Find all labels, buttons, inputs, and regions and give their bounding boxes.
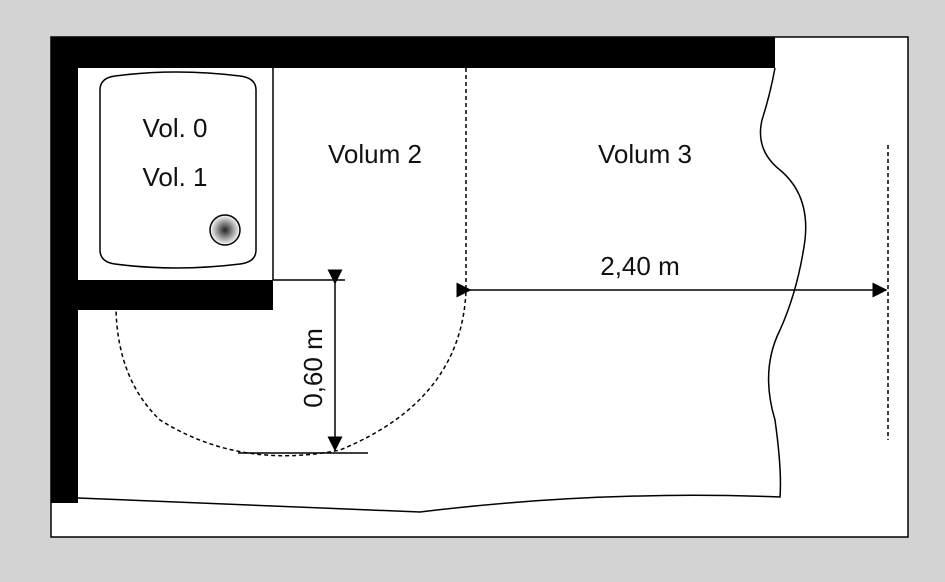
drain-icon: [209, 214, 241, 246]
vol0-label: Vol. 0: [142, 113, 207, 143]
horizontal-dimension-label: 2,40 m: [600, 251, 680, 281]
room-cutoff-edge: [77, 67, 807, 513]
volum2-label: Volum 2: [328, 139, 422, 169]
vertical-dimension-label: 0,60 m: [298, 328, 328, 408]
left-wall: [51, 37, 78, 503]
volum3-label: Volum 3: [598, 139, 692, 169]
partition-wall: [78, 280, 273, 310]
volume2-boundary: [115, 68, 467, 457]
top-wall: [51, 37, 775, 68]
vol1-label: Vol. 1: [142, 162, 207, 192]
